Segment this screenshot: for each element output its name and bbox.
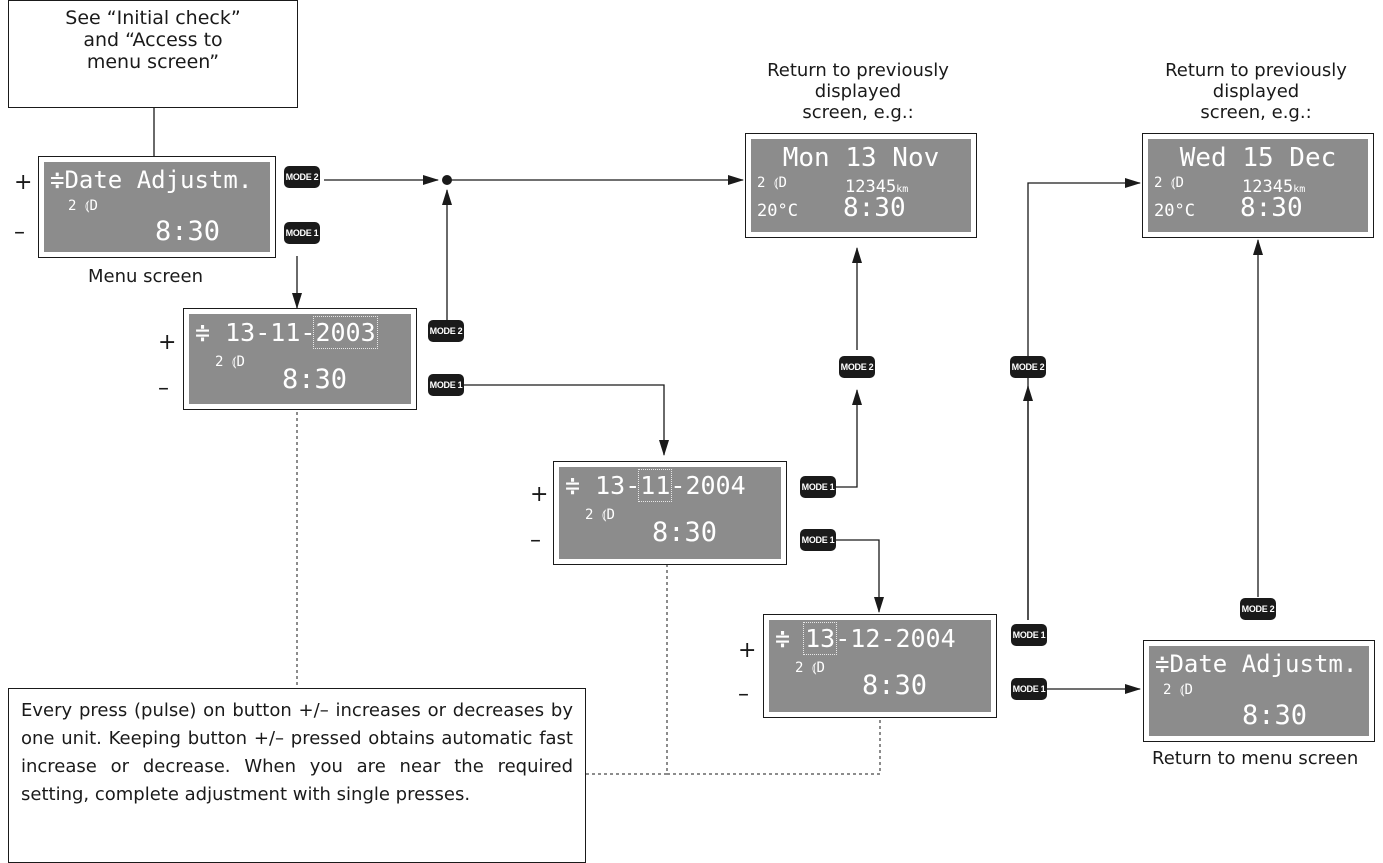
- date-suffix: -2004: [670, 471, 746, 500]
- headlamp-icon: 2 ⦅D: [215, 354, 245, 370]
- mode2-button[interactable]: MODE 2: [839, 356, 875, 378]
- return1-screen: Mon 13 Nov 2 ⦅D 12345km 20°C 8:30: [745, 133, 977, 238]
- month-value: 11: [638, 469, 673, 502]
- arrow-month-to-mode2: [836, 389, 862, 488]
- temperature: 20°C: [757, 201, 798, 221]
- mode2-button[interactable]: MODE 2: [428, 320, 464, 342]
- lcd-display: Mon 13 Nov 2 ⦅D 12345km 20°C 8:30: [751, 139, 971, 232]
- arrows-icon: ≑: [775, 624, 791, 653]
- minus-sign: –: [14, 220, 25, 245]
- lcd-display: ≑Date Adjustm. 2 ⦅D 8:30: [1149, 646, 1369, 736]
- arrows-icon: ≑: [565, 471, 581, 500]
- initial-check-note: See “Initial check” and “Access to menu …: [8, 0, 298, 108]
- date-prefix: 13-: [595, 471, 641, 500]
- return2-caption: Return to previously displayed screen, e…: [1158, 60, 1354, 123]
- menu-caption: Menu screen: [88, 266, 203, 287]
- caption-line: displayed: [1212, 81, 1300, 102]
- caption-line: Return to previously: [767, 60, 949, 81]
- clock: 8:30: [1240, 193, 1303, 223]
- lcd-display: ≑ 13-11-2004 2 ⦅D 8:30: [559, 467, 781, 559]
- mode1-button[interactable]: MODE 1: [800, 529, 836, 551]
- mode2-button[interactable]: MODE 2: [1010, 356, 1046, 378]
- clock: 8:30: [1241, 700, 1307, 731]
- date-line: ≑ 13-11-2004: [565, 469, 746, 502]
- plus-sign: +: [738, 638, 757, 663]
- lcd-display: ≑ 13-12-2004 2 ⦅D 8:30: [769, 620, 991, 712]
- arrows-icon: ≑: [195, 318, 211, 347]
- lcd-display: Wed 15 Dec 2 ⦅D 12345km 20°C 8:30: [1148, 139, 1368, 232]
- junction-dot: [442, 175, 452, 185]
- date-line: ≑ 13-11-2003: [195, 316, 378, 349]
- clock: 8:30: [281, 364, 347, 395]
- year-screen: ≑ 13-11-2003 2 ⦅D 8:30: [183, 308, 417, 410]
- mode2-button[interactable]: MODE 2: [1240, 598, 1276, 620]
- date-prefix: 13-11-: [225, 318, 316, 347]
- menu-screen: ≑Date Adjustm. 2 ⦅D 8:30: [38, 156, 276, 258]
- arrow-year-to-month: [463, 384, 669, 456]
- headlamp-icon: 2 ⦅D: [68, 198, 98, 214]
- menu-title: ≑Date Adjustm.: [50, 166, 253, 194]
- arrow-mode2-to-return2: [1027, 178, 1141, 350]
- caption-line: Return to previously: [1165, 60, 1347, 81]
- menu-title: ≑Date Adjustm.: [1155, 650, 1358, 678]
- return1-caption: Return to previously displayed screen, e…: [760, 60, 956, 123]
- return2-screen: Wed 15 Dec 2 ⦅D 12345km 20°C 8:30: [1142, 133, 1374, 238]
- temperature: 20°C: [1154, 201, 1195, 221]
- note-line: See “Initial check”: [65, 7, 241, 29]
- headlamp-icon: 2 ⦅D: [1154, 175, 1184, 191]
- clock: 8:30: [651, 517, 717, 548]
- odometer-value: 12345: [845, 177, 897, 197]
- lcd-display: ≑ 13-11-2003 2 ⦅D 8:30: [189, 314, 411, 404]
- date-display: Wed 15 Dec: [1179, 143, 1337, 173]
- year-value: 2003: [313, 316, 378, 349]
- clock: 8:30: [843, 193, 906, 223]
- clock: 8:30: [861, 670, 927, 701]
- menu2-caption: Return to menu screen: [1152, 748, 1359, 769]
- mode1-button[interactable]: MODE 1: [428, 374, 464, 396]
- note-line: menu screen”: [86, 51, 220, 73]
- date-suffix: -12-2004: [835, 624, 956, 653]
- clock: 8:30: [154, 216, 220, 247]
- odometer-value: 12345: [1242, 177, 1294, 197]
- mode1-button[interactable]: MODE 1: [800, 476, 836, 498]
- day-value: 13: [803, 622, 838, 655]
- lcd-display: ≑Date Adjustm. 2 ⦅D 8:30: [44, 162, 270, 252]
- plus-sign: +: [14, 170, 33, 195]
- date-display: Mon 13 Nov: [782, 143, 940, 173]
- caption-line: screen, e.g.:: [802, 102, 914, 123]
- headlamp-icon: 2 ⦅D: [757, 175, 787, 191]
- caption-line: screen, e.g.:: [1200, 102, 1312, 123]
- odometer-unit: km: [896, 184, 909, 195]
- plus-sign: +: [530, 482, 549, 507]
- mode1-button[interactable]: MODE 1: [1011, 624, 1047, 646]
- date-line: ≑ 13-12-2004: [775, 622, 956, 655]
- mode1-button[interactable]: MODE 1: [284, 222, 320, 244]
- minus-sign: –: [158, 376, 169, 401]
- mode1-button[interactable]: MODE 1: [1011, 678, 1047, 700]
- plus-sign: +: [158, 330, 177, 355]
- odometer-unit: km: [1293, 184, 1306, 195]
- odometer: 12345km: [1242, 177, 1305, 197]
- minus-sign: –: [530, 528, 541, 553]
- adjustment-note: Every press (pulse) on button +/– increa…: [8, 688, 586, 863]
- headlamp-icon: 2 ⦅D: [795, 660, 825, 676]
- arrow-month-to-day: [836, 539, 884, 613]
- dotted-leaders: [296, 412, 881, 775]
- headlamp-icon: 2 ⦅D: [1163, 682, 1193, 698]
- headlamp-icon: 2 ⦅D: [585, 507, 615, 523]
- month-screen: ≑ 13-11-2004 2 ⦅D 8:30: [553, 461, 787, 565]
- caption-line: displayed: [814, 81, 902, 102]
- menu2-screen: ≑Date Adjustm. 2 ⦅D 8:30: [1143, 640, 1375, 742]
- odometer: 12345km: [845, 177, 908, 197]
- minus-sign: –: [738, 682, 749, 707]
- note-line: and “Access to: [83, 29, 223, 51]
- day-screen: ≑ 13-12-2004 2 ⦅D 8:30: [763, 614, 997, 718]
- mode2-button[interactable]: MODE 2: [284, 166, 320, 188]
